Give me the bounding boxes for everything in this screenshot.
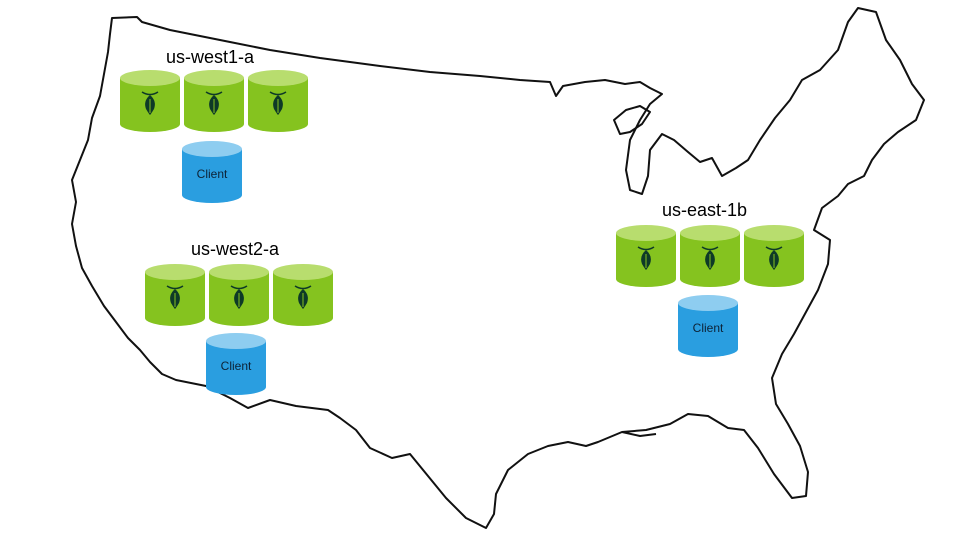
florida-keys-outline [621, 431, 657, 437]
client-label: Client [220, 359, 252, 373]
cockroach-database-icon [120, 70, 180, 132]
cockroach-logo-icon [230, 285, 248, 309]
client-label: Client [196, 167, 228, 181]
client-label: Client [692, 321, 724, 335]
cockroach-logo-icon [765, 246, 783, 270]
cockroach-logo-icon [294, 285, 312, 309]
cockroach-database-icon [744, 225, 804, 287]
region-label-us-west2-a: us-west2-a [191, 239, 280, 259]
cockroach-database-icon [273, 264, 333, 326]
cockroach-database-icon [248, 70, 308, 132]
region-label-us-west1-a: us-west1-a [166, 47, 255, 67]
client-cylinder-icon: Client [678, 295, 738, 357]
cockroach-database-icon [680, 225, 740, 287]
cockroach-logo-icon [141, 91, 159, 115]
cockroach-database-icon [145, 264, 205, 326]
cockroach-logo-icon [166, 285, 184, 309]
cockroach-logo-icon [205, 91, 223, 115]
cockroach-database-icon [209, 264, 269, 326]
region-label-us-east-1b: us-east-1b [662, 200, 748, 220]
us-map-border [71, 7, 925, 529]
client-cylinder-icon: Client [182, 141, 242, 203]
client-cylinder-icon: Client [206, 333, 266, 395]
cockroach-logo-icon [269, 91, 287, 115]
cockroach-database-icon [184, 70, 244, 132]
cockroach-logo-icon [637, 246, 655, 270]
cockroach-logo-icon [701, 246, 719, 270]
great-lakes-outline [613, 105, 651, 135]
cockroach-database-icon [616, 225, 676, 287]
